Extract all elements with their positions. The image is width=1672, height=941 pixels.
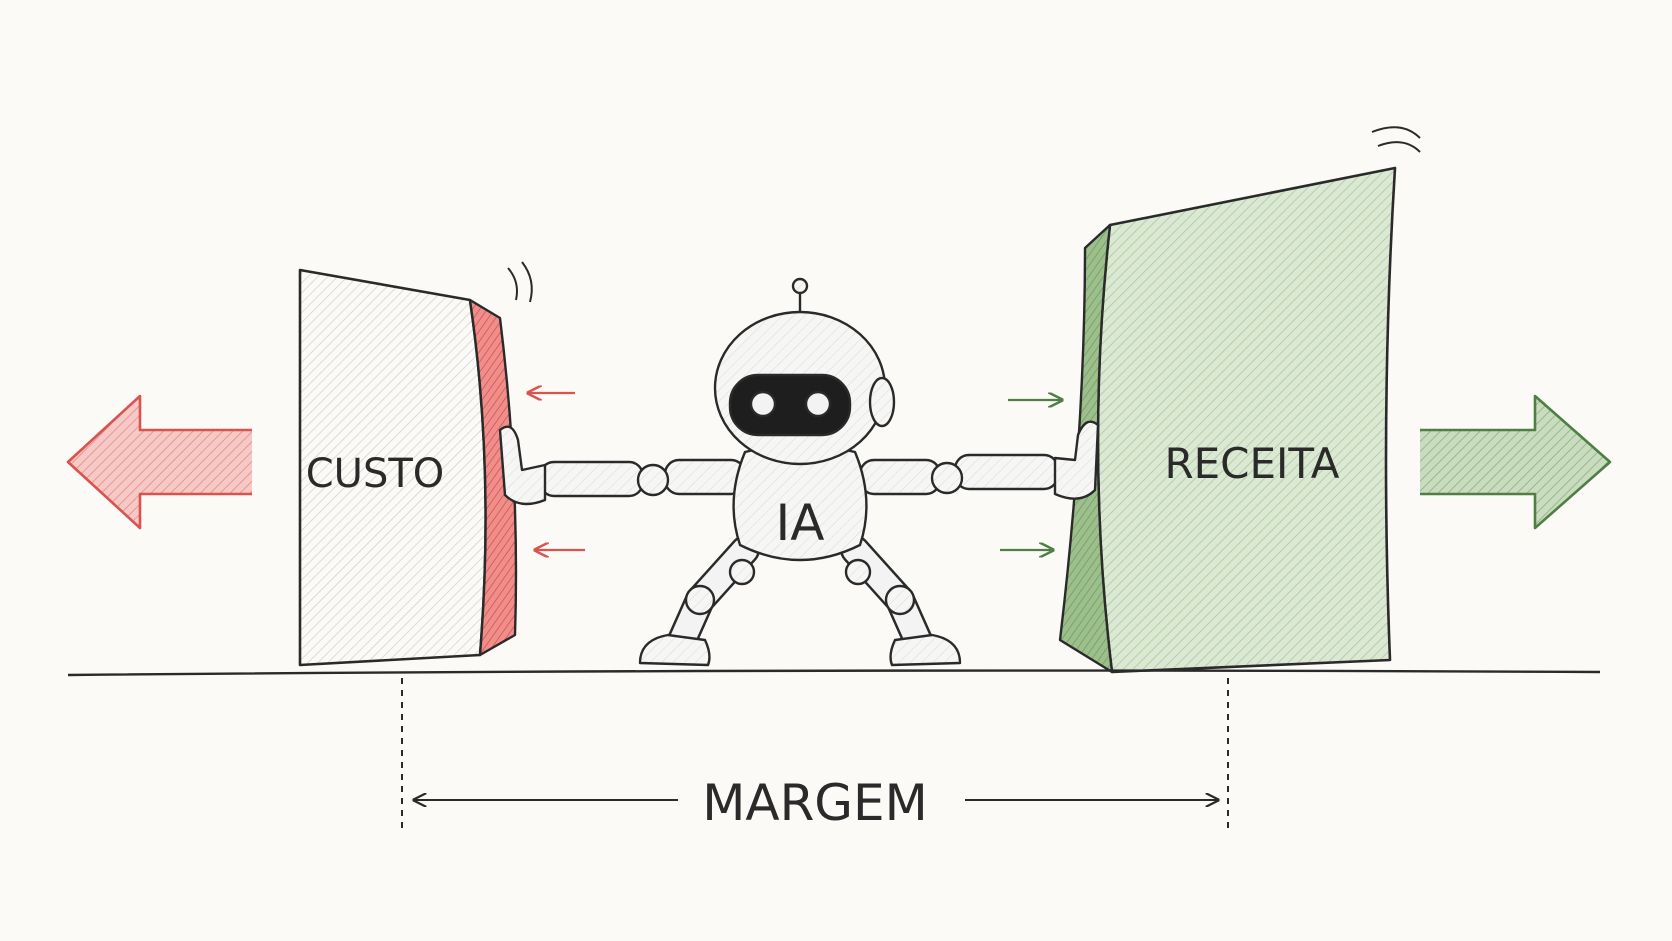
pressure-arrows-cost	[528, 393, 585, 550]
robot-right-hand	[1053, 420, 1100, 500]
robot-eye	[749, 390, 777, 418]
arrow-left-icon	[66, 394, 252, 530]
cost-label: CUSTO	[306, 451, 445, 497]
robot-visor	[728, 373, 852, 437]
robot-left-forearm	[538, 460, 645, 498]
robot-left-upperarm	[663, 458, 747, 496]
revenue-label: RECEITA	[1164, 439, 1339, 488]
ground-line	[67, 669, 1601, 677]
pressure-arrows-revenue	[1000, 400, 1062, 550]
robot: IA	[498, 277, 1100, 667]
arrow-right-icon	[1420, 394, 1612, 530]
robot-eye	[804, 390, 832, 418]
robot-right-upperarm	[858, 458, 942, 496]
revenue-wall: RECEITA	[1058, 126, 1421, 674]
robot-left-hand	[498, 425, 547, 506]
cost-wall: CUSTO	[298, 261, 533, 667]
robot-right-forearm	[953, 453, 1060, 491]
robot-label: IA	[776, 494, 825, 552]
robot-ear	[868, 376, 896, 428]
margin-label: MARGEM	[702, 774, 928, 832]
margin-dimension: MARGEM	[401, 678, 1229, 832]
